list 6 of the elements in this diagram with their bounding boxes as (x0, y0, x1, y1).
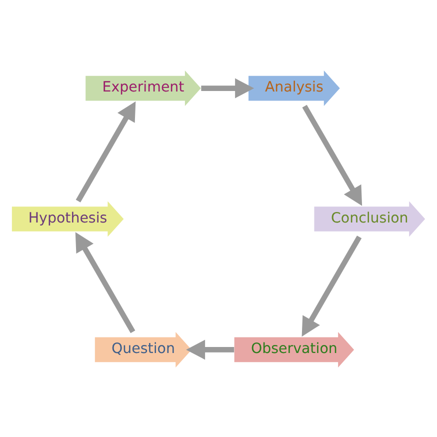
arrow (186, 339, 234, 360)
arrow (76, 100, 136, 202)
arrow (302, 235, 362, 336)
arrow (302, 104, 362, 206)
arrow (201, 78, 254, 98)
arrow (75, 232, 136, 333)
